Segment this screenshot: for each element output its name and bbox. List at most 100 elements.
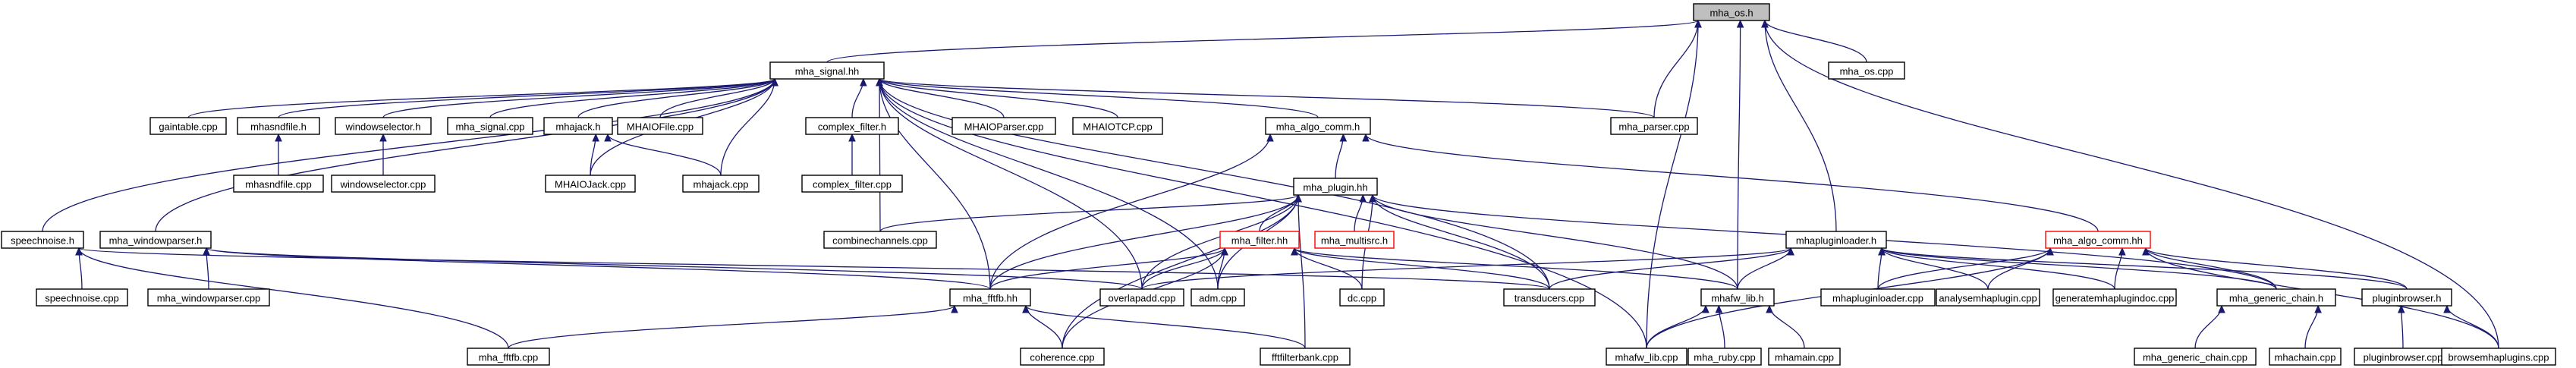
edge-mha_os_cpp-to-mha_os: [1765, 20, 1867, 63]
edge-mhajack_h-to-mha_signal: [577, 79, 775, 118]
node-box: [1693, 3, 1770, 21]
node-complex-filter-cpp[interactable]: complex_filter.cpp: [801, 175, 903, 193]
node-box: [1219, 231, 1300, 249]
node-mhaiotcp[interactable]: MHAIOTCP.cpp: [1072, 117, 1163, 135]
node-mha-multisrc[interactable]: mha_multisrc.h: [1314, 231, 1395, 249]
node-box: [147, 288, 270, 307]
node-box: [1260, 348, 1351, 366]
node-box: [1339, 288, 1385, 307]
node-windowselector-cpp[interactable]: windowselector.cpp: [331, 175, 436, 193]
node-fftfilterbank[interactable]: fftfilterbank.cpp: [1260, 348, 1351, 366]
node-mha-parser-cpp[interactable]: mha_parser.cpp: [1610, 117, 1698, 135]
node-box: [805, 117, 899, 135]
edge-browsemhaplugins-to-pluginbrowser_h: [2447, 306, 2499, 349]
node-label: mha_ruby.cpp: [1694, 352, 1755, 363]
node-mhasndfile-cpp[interactable]: mhasndfile.cpp: [233, 175, 324, 193]
node-mha-fftfb-hh[interactable]: mha_fftfb.hh: [949, 288, 1031, 307]
node-box: [951, 117, 1056, 135]
node-mha-signal-cpp[interactable]: mha_signal.cpp: [447, 117, 533, 135]
edge-mhasndfile_h-to-mha_signal: [278, 79, 775, 118]
node-browsemhaplugins[interactable]: browsemhaplugins.cpp: [2441, 348, 2556, 366]
node-mhapluginloader-cpp[interactable]: mhapluginloader.cpp: [1820, 288, 1936, 307]
nodes-layer: mha_os.h mha_signal.hh mha_os.cpp gaintable…: [1, 3, 2556, 366]
node-mhaioparser[interactable]: MHAIOParser.cpp: [951, 117, 1056, 135]
node-transducers[interactable]: transducers.cpp: [1503, 288, 1596, 307]
node-mha-algo-comm-hh[interactable]: mha_algo_comm.hh: [2045, 231, 2151, 249]
edge-mha_algo_comm_hh-to-mha_algo_comm_h: [1366, 134, 2099, 232]
edge-analysemhaplugin-to-mhapluginloader_h: [1882, 248, 1989, 290]
edge-mhachain-to-mha_generic_chain_h: [2304, 306, 2318, 349]
node-mhamain[interactable]: mhamain.cpp: [1768, 348, 1841, 366]
node-box: [1314, 231, 1395, 249]
node-mha-fftfb-cpp[interactable]: mha_fftfb.cpp: [467, 348, 550, 366]
edge-generatemhaplugindoc-to-mha_algo_comm_hh: [2114, 248, 2122, 290]
node-combinechannels[interactable]: combinechannels.cpp: [823, 231, 937, 249]
node-speechnoise-h[interactable]: speechnoise.h: [1, 231, 84, 249]
node-mha-os-cpp[interactable]: mha_os.cpp: [1828, 61, 1905, 80]
node-box: [467, 348, 550, 366]
node-mhachain[interactable]: mhachain.cpp: [2269, 348, 2342, 366]
node-label: mhamain.cpp: [1775, 352, 1834, 363]
node-box: [447, 117, 533, 135]
node-box: [2216, 288, 2336, 307]
edge-mha_fftfb_hh-to-mha_signal: [879, 79, 991, 290]
node-generatemhaplugindoc[interactable]: generatemhaplugindoc.cpp: [2052, 288, 2177, 307]
node-mhaiojack[interactable]: MHAIOJack.cpp: [545, 175, 636, 193]
edge-mha_fftfb_hh-to-mha_plugin: [989, 195, 1298, 290]
node-label: mha_algo_comm.h: [1276, 121, 1360, 133]
node-box: [2134, 348, 2257, 366]
node-box: [1293, 178, 1378, 196]
node-adm[interactable]: adm.cpp: [1190, 288, 1245, 307]
node-label: mha_parser.cpp: [1618, 121, 1689, 133]
node-mhapluginloader-h[interactable]: mhapluginloader.h: [1785, 231, 1887, 249]
node-dc[interactable]: dc.cpp: [1339, 288, 1385, 307]
node-mhasndfile-h[interactable]: mhasndfile.h: [237, 117, 320, 135]
node-label: windowselector.cpp: [340, 179, 426, 190]
node-label: MHAIOTCP.cpp: [1083, 121, 1153, 133]
node-box: [617, 117, 703, 135]
node-mha-algo-comm-h[interactable]: mha_algo_comm.h: [1265, 117, 1371, 135]
edge-overlapadd-to-mha_filter: [1141, 248, 1225, 290]
node-speechnoise-cpp[interactable]: speechnoise.cpp: [36, 288, 128, 307]
edge-combinechannels-to-mha_signal: [879, 79, 880, 232]
node-mha-os[interactable]: mha_os.h: [1693, 3, 1770, 21]
node-mha-ruby[interactable]: mha_ruby.cpp: [1687, 348, 1762, 366]
node-label: mhapluginloader.cpp: [1832, 293, 1923, 304]
node-label: mha_fftfb.cpp: [479, 352, 539, 363]
edge-transducers-to-speechnoise_h: [79, 248, 1550, 290]
node-label: gaintable.cpp: [159, 121, 217, 133]
node-label: mha_generic_chain.h: [2229, 293, 2323, 304]
edge-mhafw_lib_cpp-to-mha_signal: [879, 79, 1647, 349]
node-analysemhaplugin[interactable]: analysemhaplugin.cpp: [1936, 288, 2040, 307]
node-mha-windowparser-cpp[interactable]: mha_windowparser.cpp: [147, 288, 270, 307]
node-label: mha_plugin.hh: [1303, 182, 1367, 193]
node-mhajack-cpp[interactable]: mhajack.cpp: [682, 175, 760, 193]
node-label: mhajack.cpp: [694, 179, 749, 190]
node-mhaiofile[interactable]: MHAIOFile.cpp: [617, 117, 703, 135]
node-mha-plugin[interactable]: mha_plugin.hh: [1293, 178, 1378, 196]
node-mhafw-lib-h[interactable]: mhafw_lib.h: [1700, 288, 1775, 307]
node-mha-generic-chain-h[interactable]: mha_generic_chain.h: [2216, 288, 2336, 307]
node-pluginbrowser-h[interactable]: pluginbrowser.h: [2361, 288, 2452, 307]
node-mha-generic-chain-cpp[interactable]: mha_generic_chain.cpp: [2134, 348, 2257, 366]
edge-mhaiojack-to-mhajack_h: [590, 134, 596, 176]
node-complex-filter-h[interactable]: complex_filter.h: [805, 117, 899, 135]
node-label: mha_fftfb.hh: [963, 293, 1018, 304]
node-box: [801, 175, 903, 193]
node-box: [233, 175, 324, 193]
node-label: mha_multisrc.h: [1321, 235, 1388, 247]
node-box: [2441, 348, 2556, 366]
node-overlapadd[interactable]: overlapadd.cpp: [1099, 288, 1184, 307]
node-mhajack-h[interactable]: mhajack.h: [543, 117, 613, 135]
node-coherence[interactable]: coherence.cpp: [1020, 348, 1105, 366]
node-gaintable[interactable]: gaintable.cpp: [149, 117, 227, 135]
node-box: [331, 175, 436, 193]
edge-mha_parser_cpp-to-mha_os: [1653, 20, 1698, 118]
node-windowselector-h[interactable]: windowselector.h: [335, 117, 432, 135]
node-pluginbrowser-cpp[interactable]: pluginbrowser.cpp: [2354, 348, 2452, 366]
node-mha-filter[interactable]: mha_filter.hh: [1219, 231, 1300, 249]
node-mha-signal[interactable]: mha_signal.hh: [769, 61, 885, 80]
node-box: [1020, 348, 1105, 366]
node-mhafw-lib-cpp[interactable]: mhafw_lib.cpp: [1606, 348, 1687, 366]
node-mha-windowparser-h[interactable]: mha_windowparser.h: [99, 231, 212, 249]
